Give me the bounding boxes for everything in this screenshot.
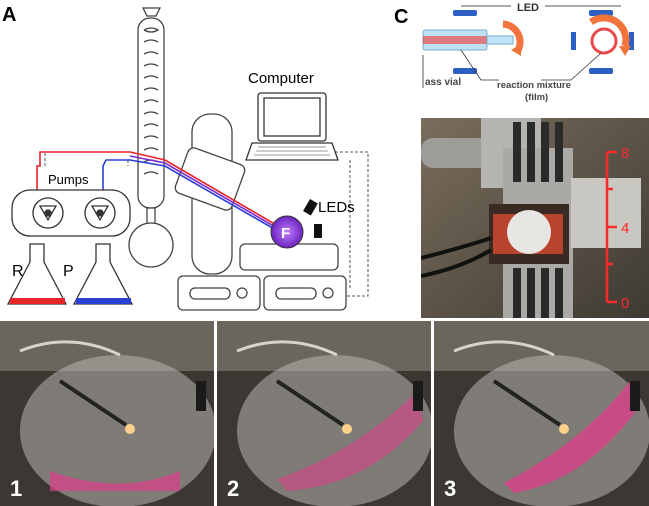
pumps xyxy=(11,189,131,237)
pumps-label: Pumps xyxy=(48,172,89,187)
flask-f-label: F xyxy=(281,225,290,242)
led-label: LED xyxy=(517,2,539,14)
apparatus-diagram: Pumps R P F LEDs Computer xyxy=(6,7,369,311)
scale-tick-0: 0 xyxy=(621,295,629,312)
reaction-flask xyxy=(270,215,304,249)
flask-frame-1: 1 xyxy=(0,321,214,506)
scale-tick-4: 4 xyxy=(621,220,629,237)
scale-tick-8: 8 xyxy=(621,145,629,162)
flask-r-label: R xyxy=(12,263,24,280)
flask-frame-3: 3 xyxy=(434,321,649,506)
frame-label-3: 3 xyxy=(444,476,456,501)
led-icon xyxy=(303,198,318,216)
frame-label-2: 2 xyxy=(227,476,239,501)
flask-p-label: P xyxy=(63,263,74,280)
mixture-label: reaction mixture xyxy=(497,80,571,91)
led-vial-schematic: LED ass vial reaction mixture (film) xyxy=(422,2,634,103)
flask-r xyxy=(6,243,68,305)
flask-p xyxy=(72,243,134,305)
laptop-icon xyxy=(245,92,339,161)
frame-label-1: 1 xyxy=(10,476,22,501)
led-reactor-photo: 8 4 0 xyxy=(421,118,649,318)
vial-label: ass vial xyxy=(425,77,461,88)
rotation-arrow-right xyxy=(588,14,630,47)
leds-label: LEDs xyxy=(318,199,355,216)
motor-housing xyxy=(174,147,246,211)
film-label: (film) xyxy=(525,92,548,103)
panel-c-letter: C xyxy=(394,6,409,28)
flask-frame-2: 2 xyxy=(217,321,431,506)
computer-label: Computer xyxy=(248,70,314,87)
collection-flask xyxy=(128,222,174,268)
vial-cross-section xyxy=(590,27,618,55)
panel-a-letter: A xyxy=(2,4,17,26)
condenser xyxy=(128,7,174,268)
led-icon-lower xyxy=(314,224,322,238)
